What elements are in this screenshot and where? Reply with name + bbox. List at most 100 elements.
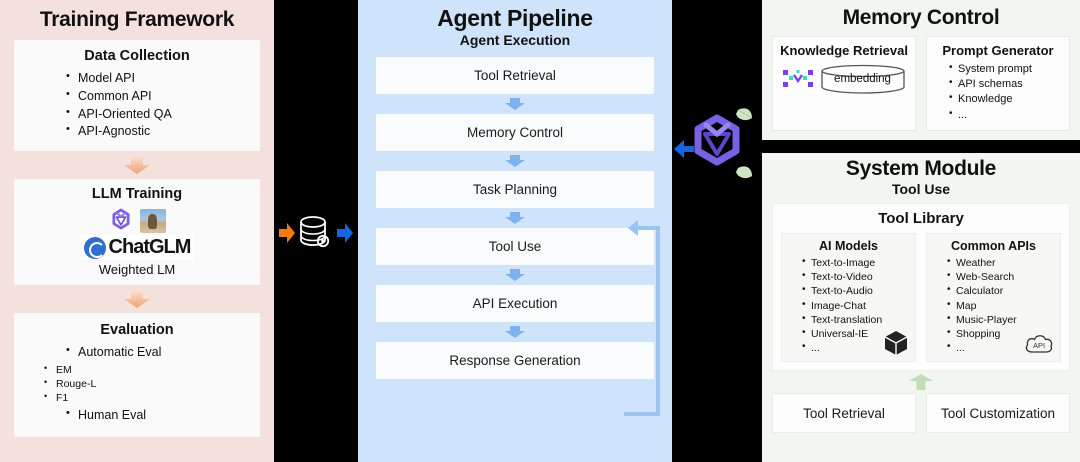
list-item: Web-Search [947, 269, 1056, 284]
list-item: EM [44, 362, 254, 377]
right-arrow-orange-icon [279, 223, 295, 243]
memory-control-columns: Knowledge Retrieval [772, 36, 1070, 131]
list-item: Image-Chat [802, 298, 911, 313]
pipeline-step-tool-use[interactable]: Tool Use [376, 228, 654, 266]
common-apis-title: Common APIs [951, 239, 1036, 254]
data-collection-card: Data Collection Model API Common API API… [14, 40, 260, 152]
glm-logo-cluster [674, 108, 753, 179]
ai-models-title: AI Models [818, 239, 879, 254]
system-module-title: System Module [845, 157, 997, 180]
list-item: Text-to-Image [802, 255, 911, 270]
list-item: Rouge-L [44, 376, 254, 391]
up-arrow-green-icon [772, 371, 1070, 393]
embedding-database-icon: embedding [819, 64, 907, 94]
system-module-panel: System Module Tool Use Tool Library AI M… [762, 153, 1080, 462]
pipeline-step-memory-control[interactable]: Memory Control [376, 114, 654, 152]
knowledge-retrieval-card: Knowledge Retrieval [772, 36, 916, 131]
evaluation-sub-bullets: EM Rouge-L F1 [20, 362, 254, 406]
cube-icon [884, 331, 908, 356]
evaluation-bullets: Automatic Eval [20, 343, 254, 362]
list-item: Text-to-Audio [802, 283, 911, 298]
knowledge-retrieval-title: Knowledge Retrieval [780, 43, 908, 59]
list-item: ... [949, 107, 1063, 123]
embedding-label: embedding [834, 73, 891, 86]
ai-models-bullets: Text-to-Image Text-to-Video Text-to-Audi… [786, 255, 911, 355]
pipeline-step-response-generation[interactable]: Response Generation [376, 342, 654, 380]
prompt-generator-title: Prompt Generator [942, 43, 1054, 59]
llm-training-title: LLM Training [91, 186, 183, 203]
prompt-generator-card: Prompt Generator System prompt API schem… [926, 36, 1070, 131]
prompt-generator-bullets: System prompt API schemas Knowledge ... [933, 61, 1063, 123]
evaluation-card: Evaluation Automatic Eval EM Rouge-L F1 … [14, 313, 260, 438]
down-arrow-blue-icon [376, 94, 654, 114]
system-module-bottom-row: Tool Retrieval Tool Customization [772, 393, 1070, 434]
list-item: Human Eval [66, 406, 254, 425]
evaluation-title: Evaluation [100, 322, 174, 339]
list-item: Common API [66, 87, 254, 106]
left-arrow-blue-icon [674, 140, 694, 158]
knowledge-retrieval-row: embedding [779, 64, 909, 94]
down-arrow-blue-icon-3 [376, 208, 654, 228]
tool-library-title: Tool Library [878, 210, 964, 228]
pipeline-step-tool-retrieval[interactable]: Tool Retrieval [376, 57, 654, 95]
down-arrow-peach-icon-2 [14, 285, 260, 313]
database-transfer-cluster [274, 212, 358, 254]
common-apis-card: Common APIs Weather Web-Search Calculato… [926, 233, 1061, 363]
common-apis-bullets: Weather Web-Search Calculator Map Music-… [931, 255, 1056, 355]
tool-customization-button[interactable]: Tool Customization [926, 393, 1070, 434]
data-collection-title: Data Collection [84, 48, 190, 65]
right-panel-divider [762, 140, 1080, 153]
list-item: System prompt [949, 61, 1063, 77]
leaf-icon [736, 108, 753, 121]
list-item: Knowledge [949, 91, 1063, 107]
list-item: Music-Player [947, 312, 1056, 327]
memory-control-panel: Memory Control Knowledge Retrieval [762, 0, 1080, 140]
api-cloud-icon: API [1025, 335, 1053, 353]
list-item: Text-to-Video [802, 269, 911, 284]
llm-logo-row [20, 208, 254, 234]
list-item: Universal-IE [802, 326, 911, 341]
agent-pipeline-title: Agent Pipeline [437, 5, 593, 31]
list-item: Calculator [947, 283, 1056, 298]
pipeline-step-task-planning[interactable]: Task Planning [376, 171, 654, 209]
weighted-lm-caption: Weighted LM [98, 262, 176, 278]
tool-library-card: Tool Library AI Models Text-to-Image Tex… [772, 203, 1070, 372]
right-arrow-blue-icon [337, 223, 353, 243]
leaf-icon-2 [736, 166, 752, 179]
system-module-subtitle: Tool Use [891, 181, 951, 198]
database-icon [300, 216, 330, 248]
down-arrow-peach-icon [14, 151, 260, 179]
evaluation-bullets-2: Human Eval [20, 406, 254, 425]
training-framework-title: Training Framework [39, 8, 235, 31]
down-arrow-blue-icon-2 [376, 151, 654, 171]
chatglm-wordmark-text: ChatGLM [108, 236, 192, 259]
memory-control-title: Memory Control [842, 6, 1000, 29]
down-arrow-blue-icon-4 [376, 265, 654, 285]
list-item: Model API [66, 69, 254, 88]
list-item: Map [947, 298, 1056, 313]
list-item: Text-translation [802, 312, 911, 327]
agent-pipeline-panel: Agent Pipeline Agent Execution Tool Retr… [358, 0, 672, 462]
svg-text:API: API [1033, 341, 1045, 350]
chatglm-mark-icon [83, 236, 106, 259]
tool-retrieval-button[interactable]: Tool Retrieval [772, 393, 916, 434]
ai-models-card: AI Models Text-to-Image Text-to-Video Te… [781, 233, 916, 363]
list-item: F1 [44, 390, 254, 405]
training-framework-panel: Training Framework Data Collection Model… [0, 0, 274, 462]
pipeline-step-api-execution[interactable]: API Execution [376, 285, 654, 323]
glm-logo-icon [694, 114, 740, 166]
tool-library-columns: AI Models Text-to-Image Text-to-Video Te… [781, 233, 1061, 363]
list-item: ... [947, 340, 1056, 355]
list-item: Automatic Eval [66, 343, 254, 362]
list-item: API-Oriented QA [66, 105, 254, 124]
left-gap [274, 0, 358, 462]
down-arrow-blue-icon-5 [376, 322, 654, 342]
right-gap [672, 0, 762, 462]
embedding-icon [782, 70, 813, 88]
llama-thumbnail-icon [140, 209, 166, 234]
data-collection-bullets: Model API Common API API-Oriented QA API… [20, 69, 254, 141]
glm-logo-icon [112, 208, 130, 230]
list-item: API-Agnostic [66, 122, 254, 141]
agent-pipeline-subtitle: Agent Execution [459, 32, 571, 49]
